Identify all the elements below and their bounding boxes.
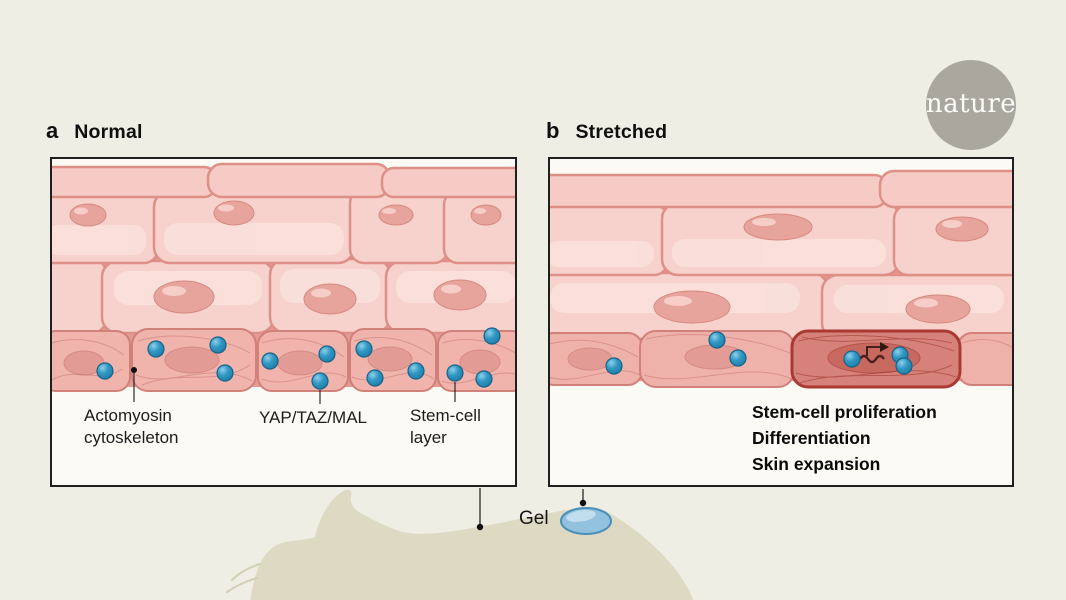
transcription-arrow-icon (859, 342, 889, 364)
outcome-proliferation: Stem-cell proliferation (752, 402, 937, 422)
skin-cells-normal-illustration (52, 162, 515, 404)
panel-a-title: Normal (74, 121, 143, 143)
label-yap-taz-mal: YAP/TAZ/MAL (258, 408, 367, 427)
activated-stem-cell (790, 329, 962, 389)
outcome-skin-expansion: Skin expansion (752, 454, 881, 474)
label-actomyosin-cytoskeleton: Actomyosin cytoskeleton (84, 406, 179, 448)
skin-cells-stretched-illustration (550, 169, 1012, 389)
panel-b-title: Stretched (575, 121, 668, 143)
panel-b-header: b Stretched (546, 118, 667, 144)
panel-stretched: Stem-cell proliferation Differentiation … (548, 157, 1014, 487)
label-stem-cell-layer: Stem-cell layer (410, 406, 481, 448)
nature-logo: nature (926, 60, 1016, 150)
actomyosin-fibres (52, 335, 515, 386)
gel-icon (560, 507, 612, 535)
outcome-differentiation: Differentiation (752, 428, 871, 448)
panel-b-tag: b (546, 118, 560, 143)
leader-lines-normal (131, 367, 456, 404)
callout-line-panel-a (476, 488, 484, 531)
yap-taz-mal-molecules (605, 331, 913, 375)
panel-a-tag: a (46, 118, 59, 143)
mouse-whiskers (226, 563, 261, 593)
mouse-body (250, 489, 694, 600)
callout-line-panel-b (579, 489, 587, 507)
stretch-outcomes: Stem-cell proliferation Differentiation … (752, 399, 937, 477)
panel-normal: Actomyosin cytoskeleton YAP/TAZ/MAL Stem… (50, 157, 517, 487)
nature-logo-text: nature (925, 89, 1017, 119)
yap-taz-mal-molecules (96, 327, 501, 390)
panel-a-header: a Normal (46, 118, 143, 144)
gel-label: Gel (519, 508, 549, 529)
